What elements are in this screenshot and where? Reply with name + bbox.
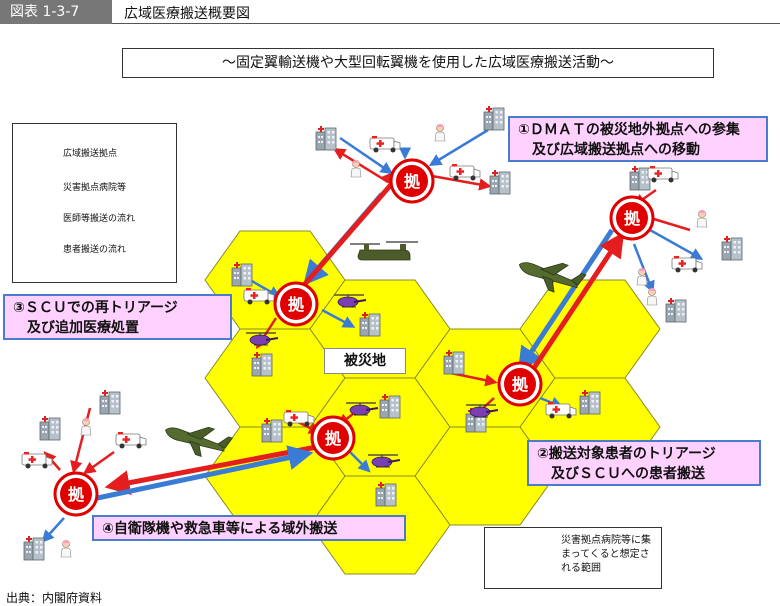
legend-label: 災害拠点病院等 [63, 180, 126, 193]
chinook-helicopter-icon [350, 242, 418, 260]
ambulance-icon [116, 432, 146, 449]
source-note: 出典：内閣府資料 [6, 589, 102, 606]
area-legend-text: 災害拠点病院等に集まってくると想定される範囲 [561, 534, 659, 576]
legend-row: 医師等搬送の流れ [21, 206, 176, 230]
doctor-icon [697, 210, 707, 227]
hospital-icon [40, 416, 60, 440]
legend-box: 広域搬送拠点 災害拠点病院等 医師等搬送の流れ 患者搬送の流れ [12, 123, 177, 283]
hospital-icon [232, 262, 252, 286]
hospital-icon [490, 170, 510, 194]
hospital-icon [252, 352, 272, 376]
legend-label: 患者搬送の流れ [63, 242, 126, 255]
hospital-icon [444, 350, 464, 374]
hospital-icon [380, 394, 400, 418]
callout-2-line2: 及びＳＣＵへの患者搬送 [537, 464, 751, 484]
base-glyph: 拠 [288, 295, 305, 314]
legend-row: 広域搬送拠点 [21, 141, 176, 165]
base-glyph: 拠 [624, 209, 641, 228]
legend-row: 災害拠点病院等 [21, 175, 176, 199]
doctor-icon [647, 288, 657, 305]
callout-2: ②搬送対象患者のトリアージ 及びＳＣＵへの患者搬送 [527, 440, 761, 486]
hospital-icon [262, 418, 282, 442]
callout-1-line1: ①ＤＭＡＴの被災地外拠点への参集 [518, 120, 758, 140]
area-legend-box: 災害拠点病院等に集まってくると想定される範囲 [484, 527, 662, 589]
base-glyph: 拠 [325, 429, 342, 448]
hospital-icon [580, 390, 600, 414]
hospital-icon [630, 166, 650, 190]
callout-1: ①ＤＭＡＴの被災地外拠点への参集 及び広域搬送拠点への移動 [508, 116, 768, 162]
callout-3: ③ＳＣＵでの再トリアージ 及び追加医療処置 [3, 294, 232, 340]
legend-label: 医師等搬送の流れ [63, 211, 135, 224]
base-glyph: 拠 [68, 485, 85, 504]
base-glyph: 拠 [512, 375, 529, 394]
hospital-icon [24, 536, 44, 560]
doctor-icon [637, 268, 647, 285]
callout-1-line2: 及び広域搬送拠点への移動 [518, 140, 758, 160]
ambulance-icon [450, 164, 480, 181]
callout-3-line1: ③ＳＣＵでの再トリアージ [13, 298, 222, 318]
disaster-area-label: 被災地 [324, 348, 406, 374]
callout-4: ④自衛隊機や救急車等による域外搬送 [92, 515, 406, 541]
hospital-icon [666, 298, 686, 322]
doctor-icon [435, 124, 445, 141]
ambulance-icon [672, 256, 702, 273]
legend-label: 広域搬送拠点 [63, 146, 117, 159]
doctor-icon [81, 418, 91, 435]
hospital-icon [360, 312, 380, 336]
doctor-icon [61, 540, 71, 557]
callout-3-line2: 及び追加医療処置 [13, 318, 222, 338]
base-glyph: 拠 [404, 172, 421, 191]
legend-row: 患者搬送の流れ [21, 237, 176, 261]
hospital-icon [484, 106, 504, 130]
hospital-icon [376, 482, 396, 506]
callout-2-line1: ②搬送対象患者のトリアージ [537, 444, 751, 464]
ambulance-icon [648, 166, 678, 183]
hospital-icon [722, 236, 742, 260]
doctor-icon [351, 160, 361, 177]
hospital-icon [100, 390, 120, 414]
hospital-icon [316, 126, 336, 150]
ambulance-icon [370, 136, 400, 153]
